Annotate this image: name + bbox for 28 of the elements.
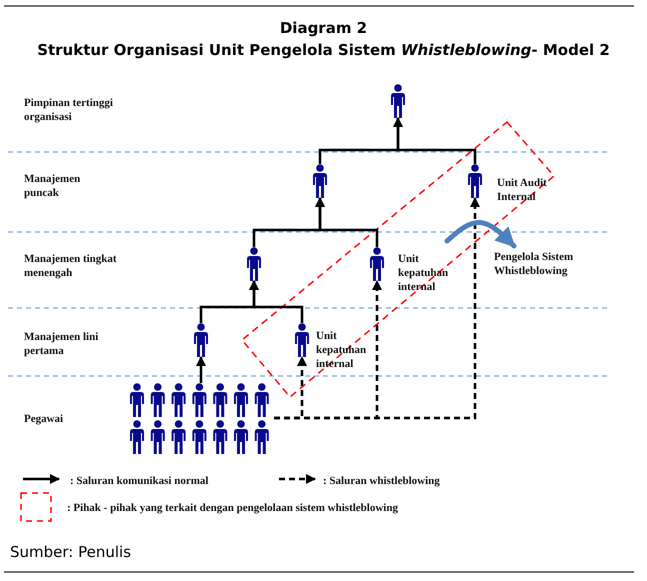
person-icon [391, 84, 405, 118]
level-label: Manajemen lini pertama [24, 330, 100, 358]
unit-label: Unit kepatuhan internal [398, 252, 450, 294]
level-label: Pegawai [24, 412, 64, 426]
person-icon [468, 164, 482, 198]
arrow [444, 220, 516, 248]
person-icon [194, 323, 208, 357]
arrow [315, 197, 378, 247]
legend-label: : Saluran whistleblowing [323, 474, 440, 488]
person-icon [370, 247, 384, 281]
subtitle: Struktur Organisasi Unit Pengelola Sistem Whistleblowing- Model 2 [36, 41, 611, 59]
arrow [249, 280, 304, 323]
person-icon [247, 247, 261, 281]
source-caption: Sumber: Penulis [10, 543, 132, 561]
legend-label: : Pihak - pihak yang terkait dengan pengelolaan sistem whistleblowing [67, 501, 398, 515]
person-icon [295, 323, 309, 357]
level-label: Manajemen tingkat menengah [24, 252, 118, 280]
person-icon [313, 164, 327, 198]
arrow [393, 117, 476, 164]
arrow [196, 356, 206, 383]
unit-label: Unit kepatuhan internal [316, 329, 368, 371]
level-label: Manajemen puncak [24, 172, 82, 200]
unit-label: Unit Audit Internal [497, 176, 548, 204]
arrow [274, 197, 480, 420]
title: Diagram 2 [278, 19, 368, 37]
level-label: Pimpinan tertinggi organisasi [24, 96, 114, 124]
legend-label: : Saluran komunikasi normal [70, 474, 208, 488]
role-label: Pengelola Sistem Whistleblowing [494, 250, 604, 278]
